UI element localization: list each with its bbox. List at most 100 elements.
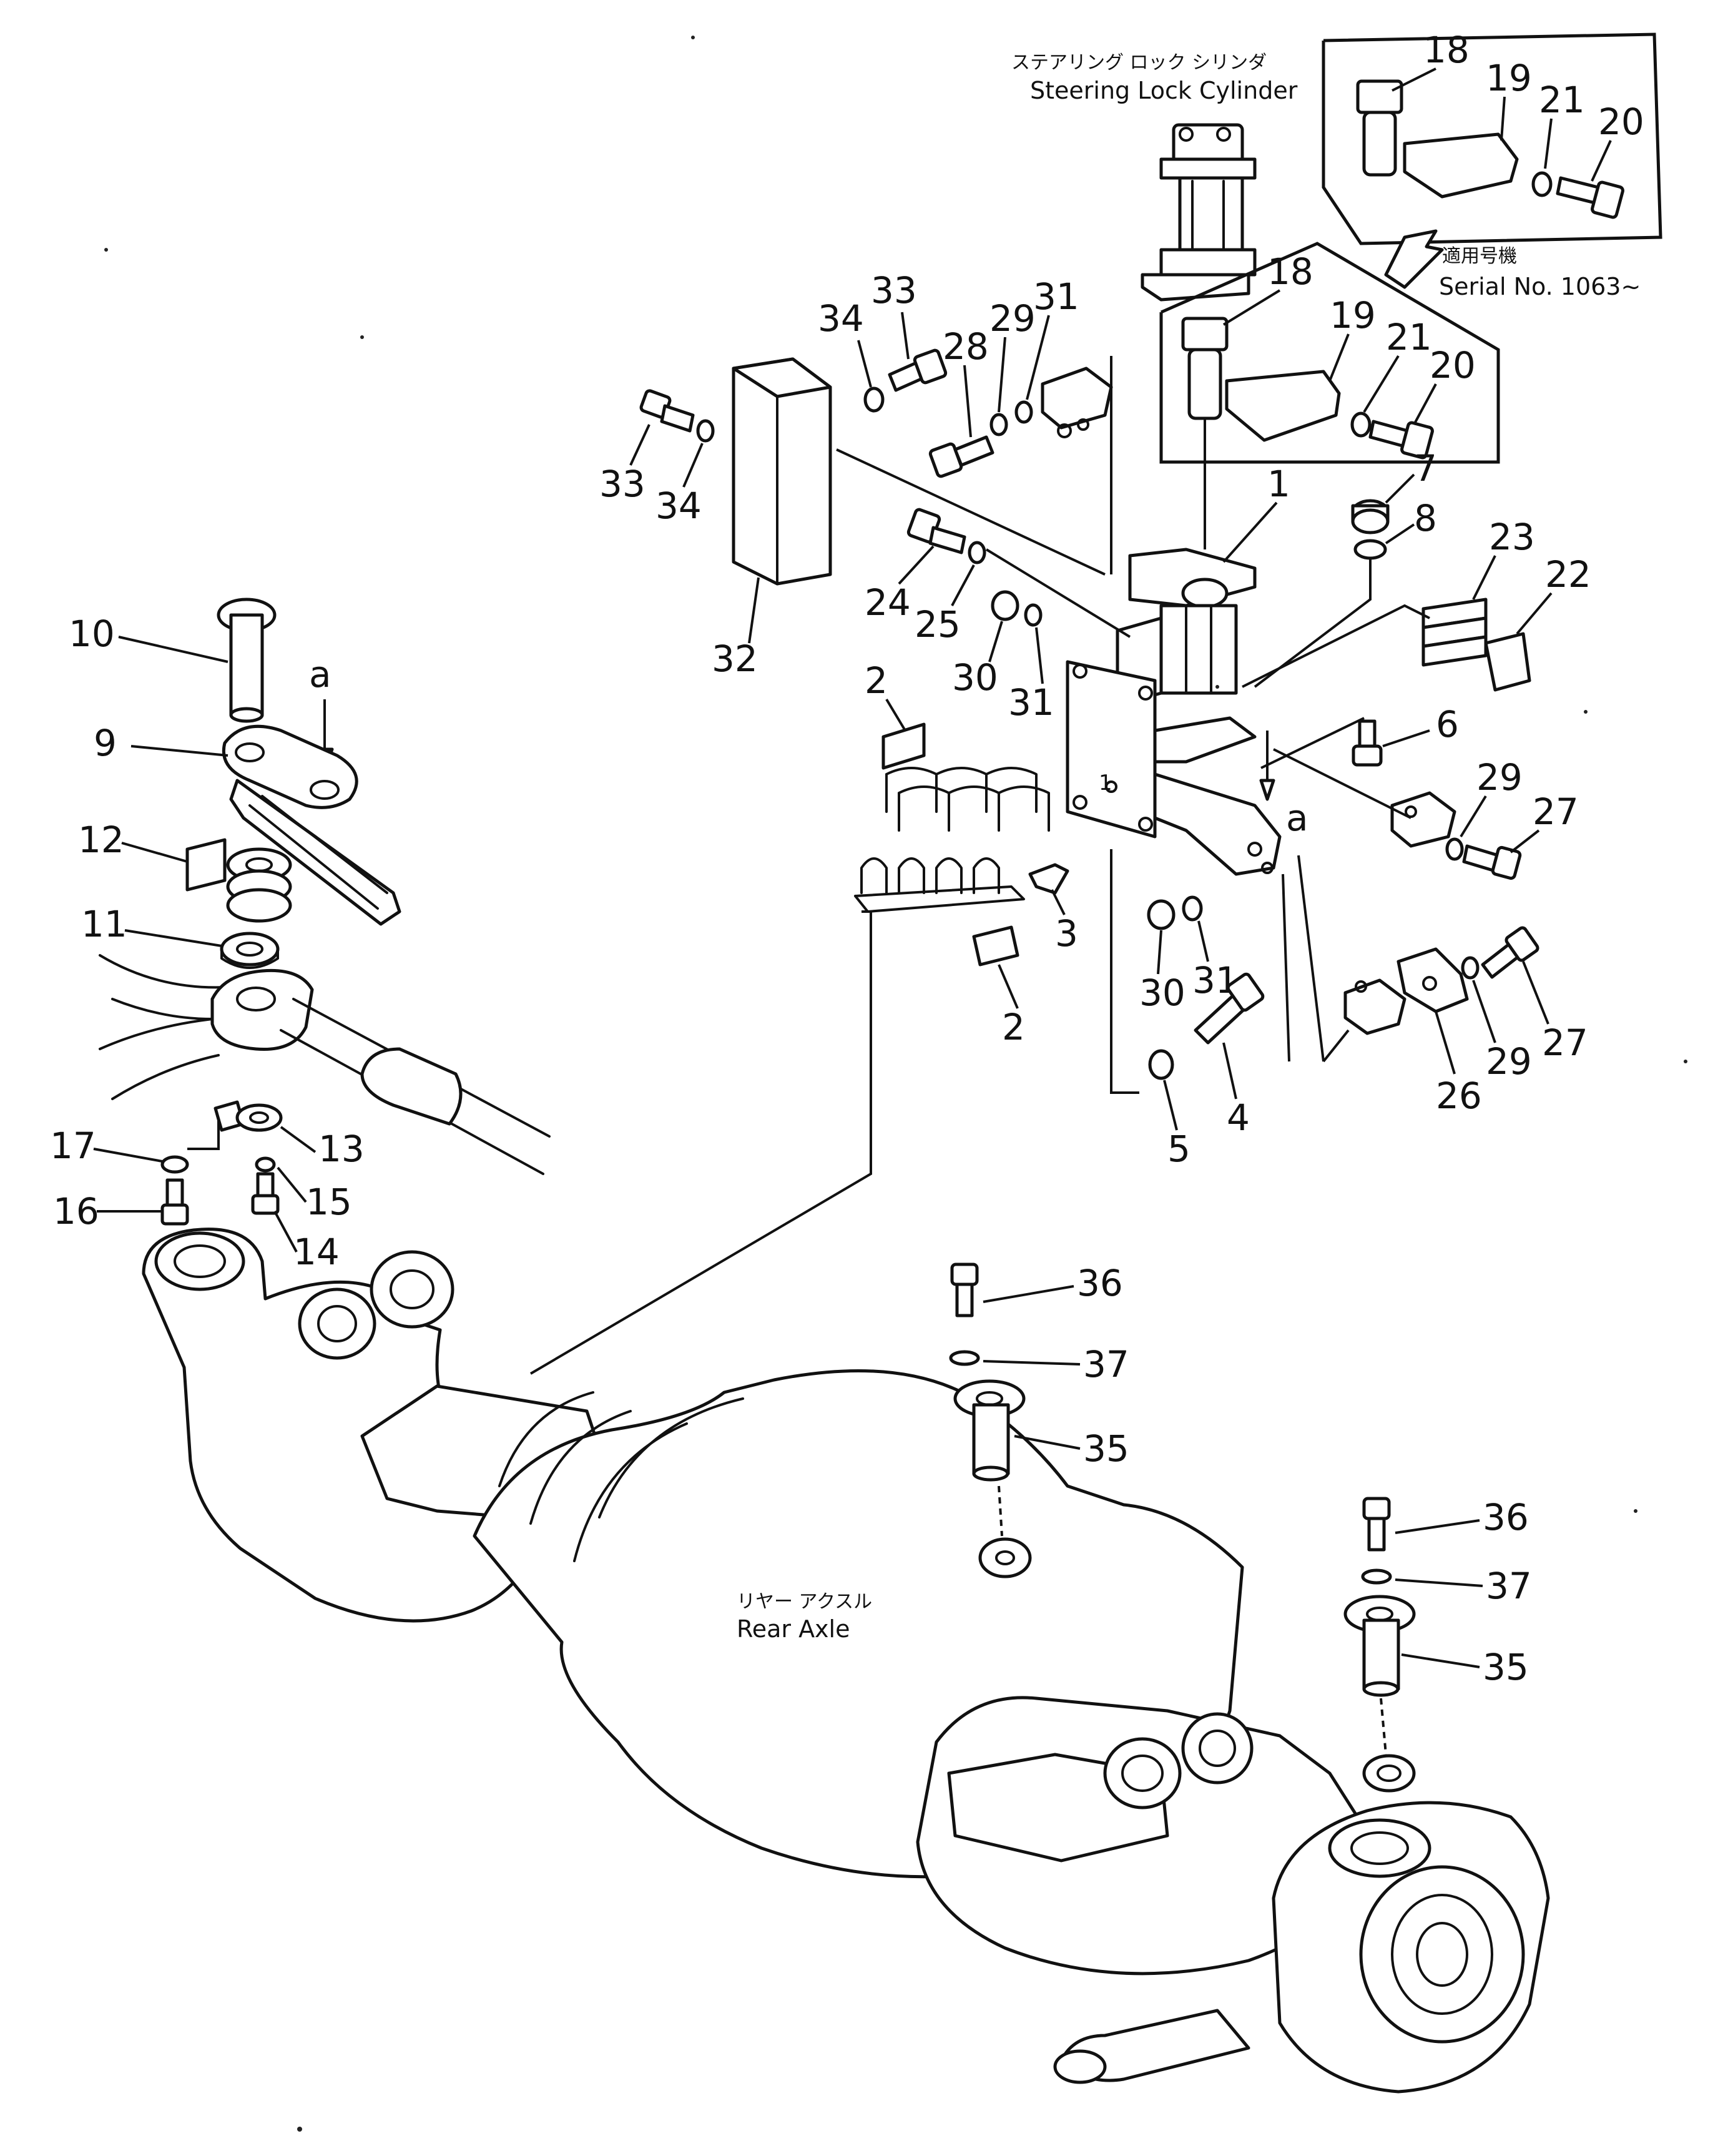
scan-speckles: [104, 36, 1687, 2132]
callout-26: 26: [1436, 1075, 1482, 1117]
part-34-washer-upper: [863, 386, 885, 413]
part-19-mid: [1225, 370, 1341, 442]
view-marker-link: a: [309, 653, 331, 696]
assembly-line-washer5: [1110, 849, 1139, 1094]
callout-10: 10: [69, 613, 115, 655]
callout-27-right: 27: [1533, 790, 1579, 833]
part-2-shim-upper: [885, 767, 1050, 832]
callout-19-mid: 19: [1330, 294, 1376, 337]
callout-2-upper: 2: [865, 659, 888, 702]
part-13-plate: [214, 1100, 283, 1132]
limit-switch-upper: [1041, 367, 1113, 438]
part-12-spring: [226, 847, 292, 923]
mounting-plate: [1066, 660, 1157, 839]
caption-serial-jp: 適用号機: [1442, 245, 1517, 267]
steering-lock-cylinder-caption: ステアリング ロック シリンダ Steering Lock Cylinder: [1011, 52, 1298, 104]
callout-13: 13: [318, 1128, 365, 1170]
inset-frame-middle: [1159, 242, 1500, 464]
callout-35-upper: 35: [1083, 1427, 1129, 1470]
callout-28: 28: [943, 325, 989, 368]
callout-20-top: 20: [1598, 101, 1644, 143]
callout-15: 15: [306, 1181, 352, 1223]
assembly-line-bracket: [1297, 855, 1325, 1062]
part-26-bracket: [1397, 947, 1469, 1013]
callout-35-lower: 35: [1483, 1646, 1529, 1688]
callout-11: 11: [81, 903, 127, 945]
part-36-bolt-upper: [950, 1263, 979, 1317]
part-15-washer: [255, 1156, 276, 1173]
view-marker-bracket: a: [1286, 797, 1308, 839]
part-29-washer-right: [1445, 837, 1464, 861]
caption-rear-axle-jp: リヤー アクスル: [737, 1591, 872, 1613]
steering-lock-cylinder: [1141, 123, 1257, 302]
callout-36-lower: 36: [1483, 1496, 1529, 1538]
part-4-bolt: [1194, 972, 1265, 1045]
callout-25: 25: [915, 603, 961, 646]
callout-16: 16: [53, 1190, 99, 1233]
lower-bracket: [1153, 716, 1282, 876]
callout-18-mid: 18: [1267, 250, 1313, 293]
assembly-line-bolt4: [1282, 874, 1290, 1062]
assembly-line-switch-lower: [1322, 1029, 1350, 1063]
part-30-nut-lower: [1147, 899, 1176, 930]
callout-5: 5: [1167, 1128, 1190, 1170]
part-1-bracket: [1116, 548, 1257, 707]
part-10-pin: [217, 598, 277, 723]
callout-21-mid: 21: [1386, 316, 1432, 358]
part-37-washer-upper: [949, 1350, 980, 1366]
part-12-tag: [185, 838, 227, 892]
callout-30-lower: 30: [1139, 972, 1186, 1014]
callout-4: 4: [1227, 1096, 1250, 1139]
caption-rear-axle-en: Rear Axle: [737, 1615, 850, 1643]
part-22-plate: [1484, 632, 1531, 692]
callout-24: 24: [865, 581, 911, 624]
callout-22: 22: [1545, 553, 1591, 596]
steering-arm: [99, 954, 551, 1175]
part-27-bolt-right: [1462, 844, 1522, 880]
callout-29-lower: 29: [1486, 1040, 1532, 1083]
part-36-bolt-lower: [1362, 1497, 1391, 1552]
callout-14: 14: [293, 1231, 340, 1273]
callout-9: 9: [94, 722, 117, 764]
callout-34-upper: 34: [818, 297, 864, 340]
assembly-line-nut: [985, 548, 1131, 638]
limit-switch-right: [1390, 791, 1456, 848]
callout-29-right: 29: [1476, 756, 1523, 799]
part-33-bolt-left: [639, 389, 695, 433]
callout-6: 6: [1436, 703, 1459, 746]
rear-axle: [142, 1228, 1550, 2094]
part-34-washer-left: [696, 419, 715, 443]
part-21-mid: [1350, 411, 1372, 438]
assembly-line-13-17: [187, 1118, 220, 1150]
part-18-top: [1356, 79, 1403, 177]
assembly-line-shims: [1242, 604, 1430, 688]
part-23-shims: [1421, 598, 1488, 667]
caption-steering-lock-en: Steering Lock Cylinder: [1030, 77, 1298, 104]
part-31-washer-upper: [1014, 400, 1033, 424]
part-35-pin-lower: [1343, 1595, 1416, 1697]
part-7-nut: [1351, 499, 1390, 534]
callout-20-mid: 20: [1430, 344, 1476, 386]
assembly-line-axle: [529, 910, 872, 1375]
callout-34-left: 34: [655, 485, 702, 527]
callout-37-upper: 37: [1083, 1343, 1129, 1386]
part-35-pin-upper: [953, 1379, 1026, 1482]
part-29-washer-lower: [1461, 956, 1480, 980]
callout-31-upper: 31: [1033, 275, 1079, 318]
part-9-link: [222, 724, 401, 926]
callout-2-lower: 2: [1002, 1006, 1025, 1048]
part-33-bolt-upper: [888, 348, 948, 392]
callout-33-left: 33: [599, 463, 646, 505]
part-29-washer-upper: [989, 413, 1008, 436]
callout-23: 23: [1489, 516, 1535, 558]
part-16-bolt: [160, 1178, 189, 1226]
part-19-top: [1403, 132, 1519, 199]
callout-small-1: 1: [1099, 770, 1112, 795]
part-21-top: [1531, 171, 1553, 197]
part-25-washer: [968, 541, 986, 564]
part-32-cover: [732, 357, 832, 586]
part-18-mid: [1181, 317, 1229, 420]
callout-18-top: 18: [1423, 29, 1470, 71]
assembly-line-switch-right: [1273, 748, 1411, 819]
